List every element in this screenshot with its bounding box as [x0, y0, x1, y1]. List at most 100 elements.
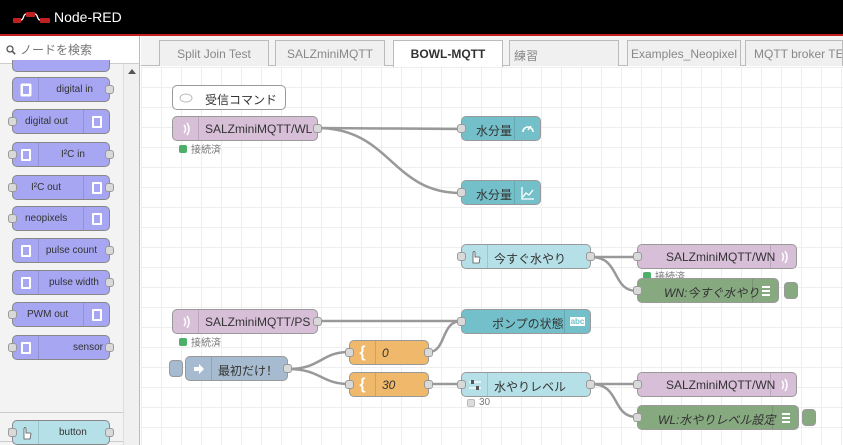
node-label: SALZminiMQTT/WL	[205, 122, 313, 136]
status-dot	[179, 144, 187, 153]
tab-split-join-test[interactable]: Split Join Test	[159, 40, 269, 66]
inject-node[interactable]: 最初だけ！	[185, 356, 292, 381]
node-status: 接続済	[179, 334, 221, 349]
output-port	[586, 252, 595, 261]
input-port	[8, 150, 17, 159]
palette-node-digital-in[interactable]: digital in	[12, 77, 114, 102]
rpi-icon	[83, 176, 109, 199]
output-port	[313, 124, 322, 133]
palette-node-pwm-out[interactable]: PWM out	[8, 302, 110, 327]
input-port	[345, 380, 354, 389]
tab-mqtt-broker-test[interactable]: MQTT broker TEST	[745, 40, 843, 66]
flow-workspace[interactable]: 受信コマンド SALZminiMQTT/WL 接続済 水分量 水分量 今すぐ水や…	[141, 67, 843, 445]
palette-node-i2c-in[interactable]: I²C in	[8, 142, 114, 167]
palette-search-input[interactable]	[20, 42, 130, 57]
debug-wl-node[interactable]: WL:水やりレベル設定	[633, 405, 799, 430]
node-label: SALZminiMQTT/WN	[666, 378, 776, 392]
app-title: Node-RED	[54, 9, 122, 25]
node-status: 30	[467, 397, 490, 408]
palette-node-label: I²C out	[31, 182, 62, 193]
workspace-tab-bar: Split Join Test SALZminiMQTT BOWL-MQTT 練…	[141, 36, 843, 67]
mqtt-out-wn-node[interactable]: SALZminiMQTT/WN	[633, 244, 797, 269]
input-port	[633, 413, 642, 422]
input-port	[8, 183, 17, 192]
node-label: 30	[382, 378, 396, 392]
input-port	[8, 310, 17, 319]
hand-pointer-icon	[13, 421, 39, 444]
wire	[287, 367, 350, 386]
palette-node-label: digital in	[56, 84, 93, 95]
wire	[428, 319, 462, 354]
input-port	[457, 252, 466, 261]
mqtt-antenna-icon	[173, 117, 199, 140]
gauge-node[interactable]: 水分量	[457, 116, 541, 141]
palette-scrollbar[interactable]	[123, 64, 139, 445]
mqtt-antenna-icon	[770, 245, 796, 268]
chevron-down-icon: ⌄	[6, 421, 15, 434]
input-port	[8, 214, 17, 223]
status-dot	[179, 337, 187, 346]
status-text: 接続済	[191, 338, 221, 349]
input-port	[457, 317, 466, 326]
debug-wn-node[interactable]: WN:今すぐ水やり	[633, 278, 779, 303]
output-port	[586, 380, 595, 389]
tab-practice[interactable]: 練習	[509, 40, 619, 66]
mqtt-out-wn-node-2[interactable]: SALZminiMQTT/WN	[633, 372, 797, 397]
inject-trigger-button[interactable]	[169, 360, 183, 377]
node-label: SALZminiMQTT/PS	[205, 315, 311, 329]
palette-node-neopixels[interactable]: neopixels	[8, 206, 110, 231]
input-port	[8, 117, 17, 126]
template-30-node[interactable]: { 30	[345, 372, 433, 397]
scroll-up-arrow-icon[interactable]	[128, 69, 136, 74]
palette-node-label: PWM out	[27, 309, 69, 320]
tab-examples-neopixel[interactable]: Examples_Neopixel	[627, 40, 741, 66]
debug-toggle-button[interactable]	[802, 409, 816, 426]
node-label: 今すぐ水やり	[494, 252, 567, 266]
debug-toggle-button[interactable]	[784, 282, 798, 299]
wire	[590, 382, 638, 419]
chart-node[interactable]: 水分量	[457, 180, 541, 205]
node-label: 水分量	[476, 124, 513, 138]
output-port	[105, 428, 114, 437]
slider-icon	[462, 373, 488, 396]
slider-water-level-node[interactable]: 水やりレベル	[457, 372, 595, 397]
node-red-logo-icon	[13, 12, 50, 23]
rpi-icon	[83, 207, 109, 230]
node-status: 接続済	[179, 141, 221, 156]
status-dot	[467, 398, 475, 407]
node-label: 0	[382, 346, 389, 360]
status-dot	[643, 271, 651, 280]
button-water-now-node[interactable]: 今すぐ水やり	[457, 244, 595, 269]
status-text: 接続済	[191, 145, 221, 156]
input-port	[633, 286, 642, 295]
flow-wires	[287, 126, 638, 419]
tab-bowl-mqtt[interactable]: BOWL-MQTT	[393, 40, 503, 67]
curly-brace-icon: {	[350, 373, 376, 396]
template-0-node[interactable]: { 0	[345, 340, 433, 365]
palette-node-digital-out[interactable]: digital out	[8, 109, 110, 134]
comment-node[interactable]: 受信コマンド	[172, 85, 286, 110]
palette-sidebar: digital in digital out I²C in I²C out ne…	[0, 36, 140, 445]
node-label: 最初だけ！	[218, 364, 279, 378]
rpi-icon	[13, 239, 39, 262]
node-label: 水分量	[476, 188, 513, 202]
tab-salzminimqtt[interactable]: SALZminiMQTT	[275, 40, 385, 66]
palette-node-label: digital out	[25, 116, 68, 127]
inject-arrow-icon	[186, 357, 212, 380]
palette-node-i2c-out[interactable]: I²C out	[8, 175, 114, 200]
palette-node-button[interactable]: button	[8, 420, 114, 445]
palette-node-sensor[interactable]: sensor	[8, 335, 114, 360]
output-port	[283, 364, 292, 373]
palette-node-pulse-width[interactable]: pulse width	[12, 270, 114, 295]
mqtt-in-wl-node[interactable]: SALZminiMQTT/WL	[172, 116, 322, 141]
mqtt-in-ps-node[interactable]: SALZminiMQTT/PS	[172, 309, 322, 334]
rpi-icon	[83, 110, 109, 133]
input-port	[633, 380, 642, 389]
palette-node-partial[interactable]	[12, 60, 110, 72]
palette-node-label: neopixels	[25, 213, 68, 224]
text-pump-status-node[interactable]: ポンプの状態 abc	[457, 309, 591, 334]
output-port	[105, 278, 114, 287]
rpi-icon	[13, 271, 39, 294]
output-port	[105, 85, 114, 94]
palette-node-pulse-count[interactable]: pulse count	[12, 238, 114, 263]
